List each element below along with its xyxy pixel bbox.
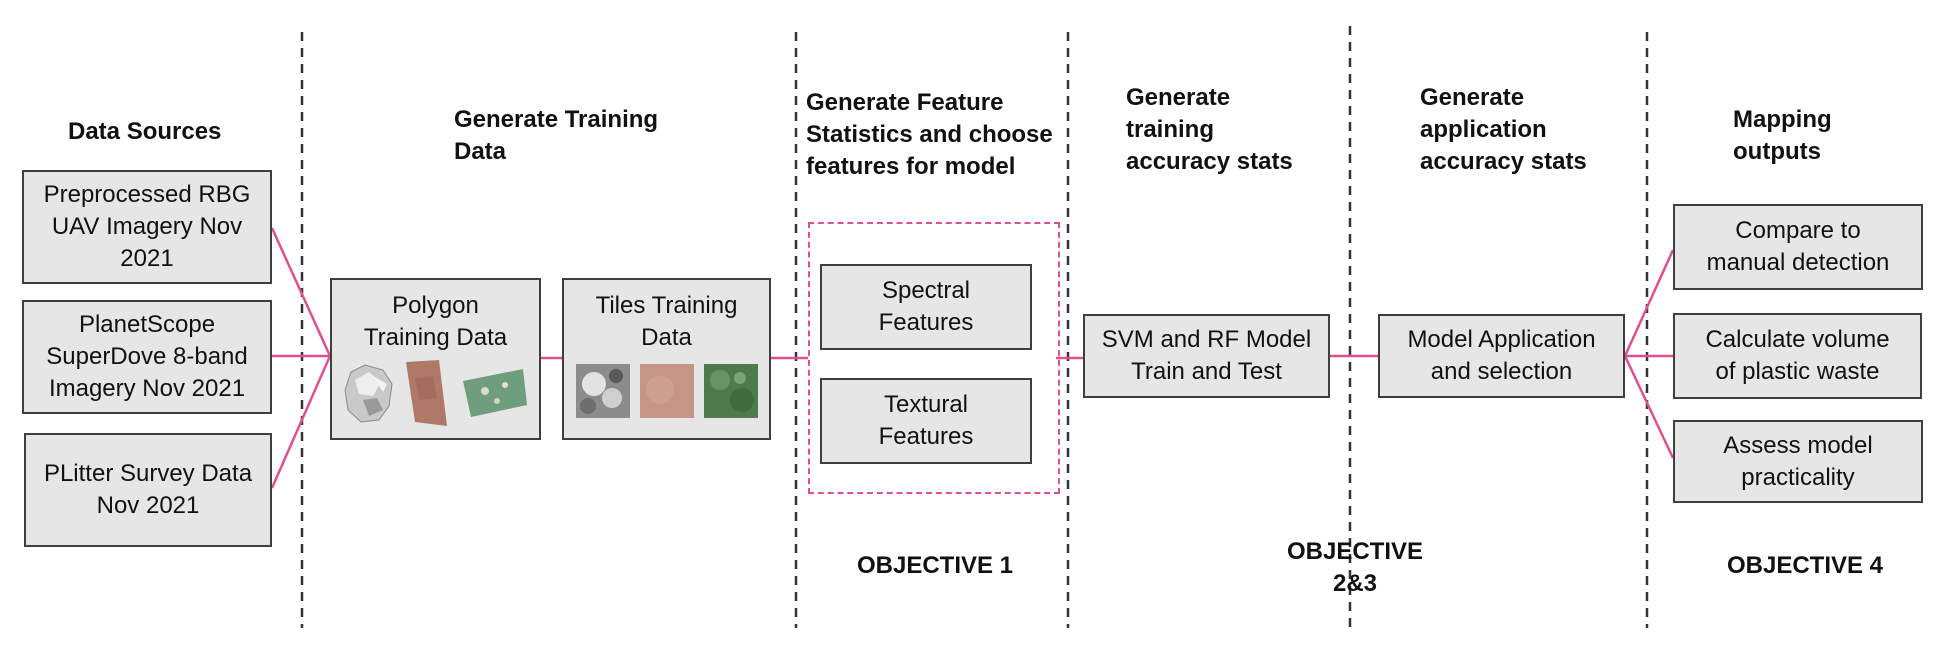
output-assess-practicality: Assess model practicality	[1673, 420, 1923, 503]
box-label: PlanetScope SuperDove 8-band Imagery Nov…	[46, 311, 248, 402]
box-label: Textural Features	[878, 391, 974, 450]
spectral-features: Spectral Features	[820, 264, 1032, 350]
connector-line	[1623, 249, 1675, 357]
box-label: Model Application and selection	[1407, 326, 1596, 385]
box-label: Compare to manual detection	[1706, 217, 1890, 276]
header-mapping-outputs: Mapping outputs	[1733, 106, 1832, 165]
feature-selection-group	[808, 222, 1060, 494]
header-data-sources: Data Sources	[68, 118, 222, 145]
box-label: Preprocessed RBG UAV Imagery Nov 2021	[43, 181, 251, 272]
textural-features: Textural Features	[820, 378, 1032, 464]
header-application-accuracy: Generate application accuracy stats	[1420, 84, 1587, 175]
box-label: PLitter Survey Data Nov 2021	[43, 460, 253, 519]
model-application-selection: Model Application and selection	[1378, 314, 1625, 398]
header-training-accuracy: Generate training accuracy stats	[1126, 84, 1293, 175]
box-label: Polygon Training Data	[363, 292, 508, 351]
box-label: Tiles Training Data	[595, 292, 738, 351]
plastic-tile-icon	[575, 364, 630, 418]
output-calculate-plastic-volume: Calculate volume of plastic waste	[1673, 313, 1922, 399]
objective-1-label: OBJECTIVE 1	[856, 552, 1014, 579]
box-label: Spectral Features	[878, 277, 974, 336]
header-feature-statistics: Generate Feature Statistics and choose f…	[806, 89, 1053, 180]
vegetation-tile-icon	[703, 364, 758, 418]
soil-polygon-icon	[405, 360, 447, 426]
vegetation-polygon-icon	[462, 369, 527, 417]
polygon-training-data: Polygon Training Data	[330, 278, 541, 440]
header-generate-training-data: Generate Training Data	[454, 106, 659, 165]
box-label: Calculate volume of plastic waste	[1705, 326, 1890, 385]
source-rgb-uav-imagery: Preprocessed RBG UAV Imagery Nov 2021	[22, 170, 272, 284]
connector-line	[270, 355, 332, 489]
svm-rf-model-train-test: SVM and RF Model Train and Test	[1083, 314, 1330, 398]
plastic-litter-polygon-icon	[343, 364, 393, 423]
tiles-training-data: Tiles Training Data	[562, 278, 771, 440]
box-label: SVM and RF Model Train and Test	[1101, 326, 1312, 385]
connector-line	[1623, 355, 1675, 459]
connector-line	[270, 227, 332, 357]
box-label: Assess model practicality	[1723, 431, 1873, 491]
objective-2-3-label: OBJECTIVE 2&3	[1286, 538, 1424, 597]
soil-tile-icon	[639, 364, 694, 418]
source-planetscope-imagery: PlanetScope SuperDove 8-band Imagery Nov…	[22, 300, 272, 414]
output-compare-manual-detection: Compare to manual detection	[1673, 204, 1923, 290]
source-plitter-survey: PLitter Survey Data Nov 2021	[24, 433, 272, 547]
objective-4-label: OBJECTIVE 4	[1726, 552, 1884, 579]
